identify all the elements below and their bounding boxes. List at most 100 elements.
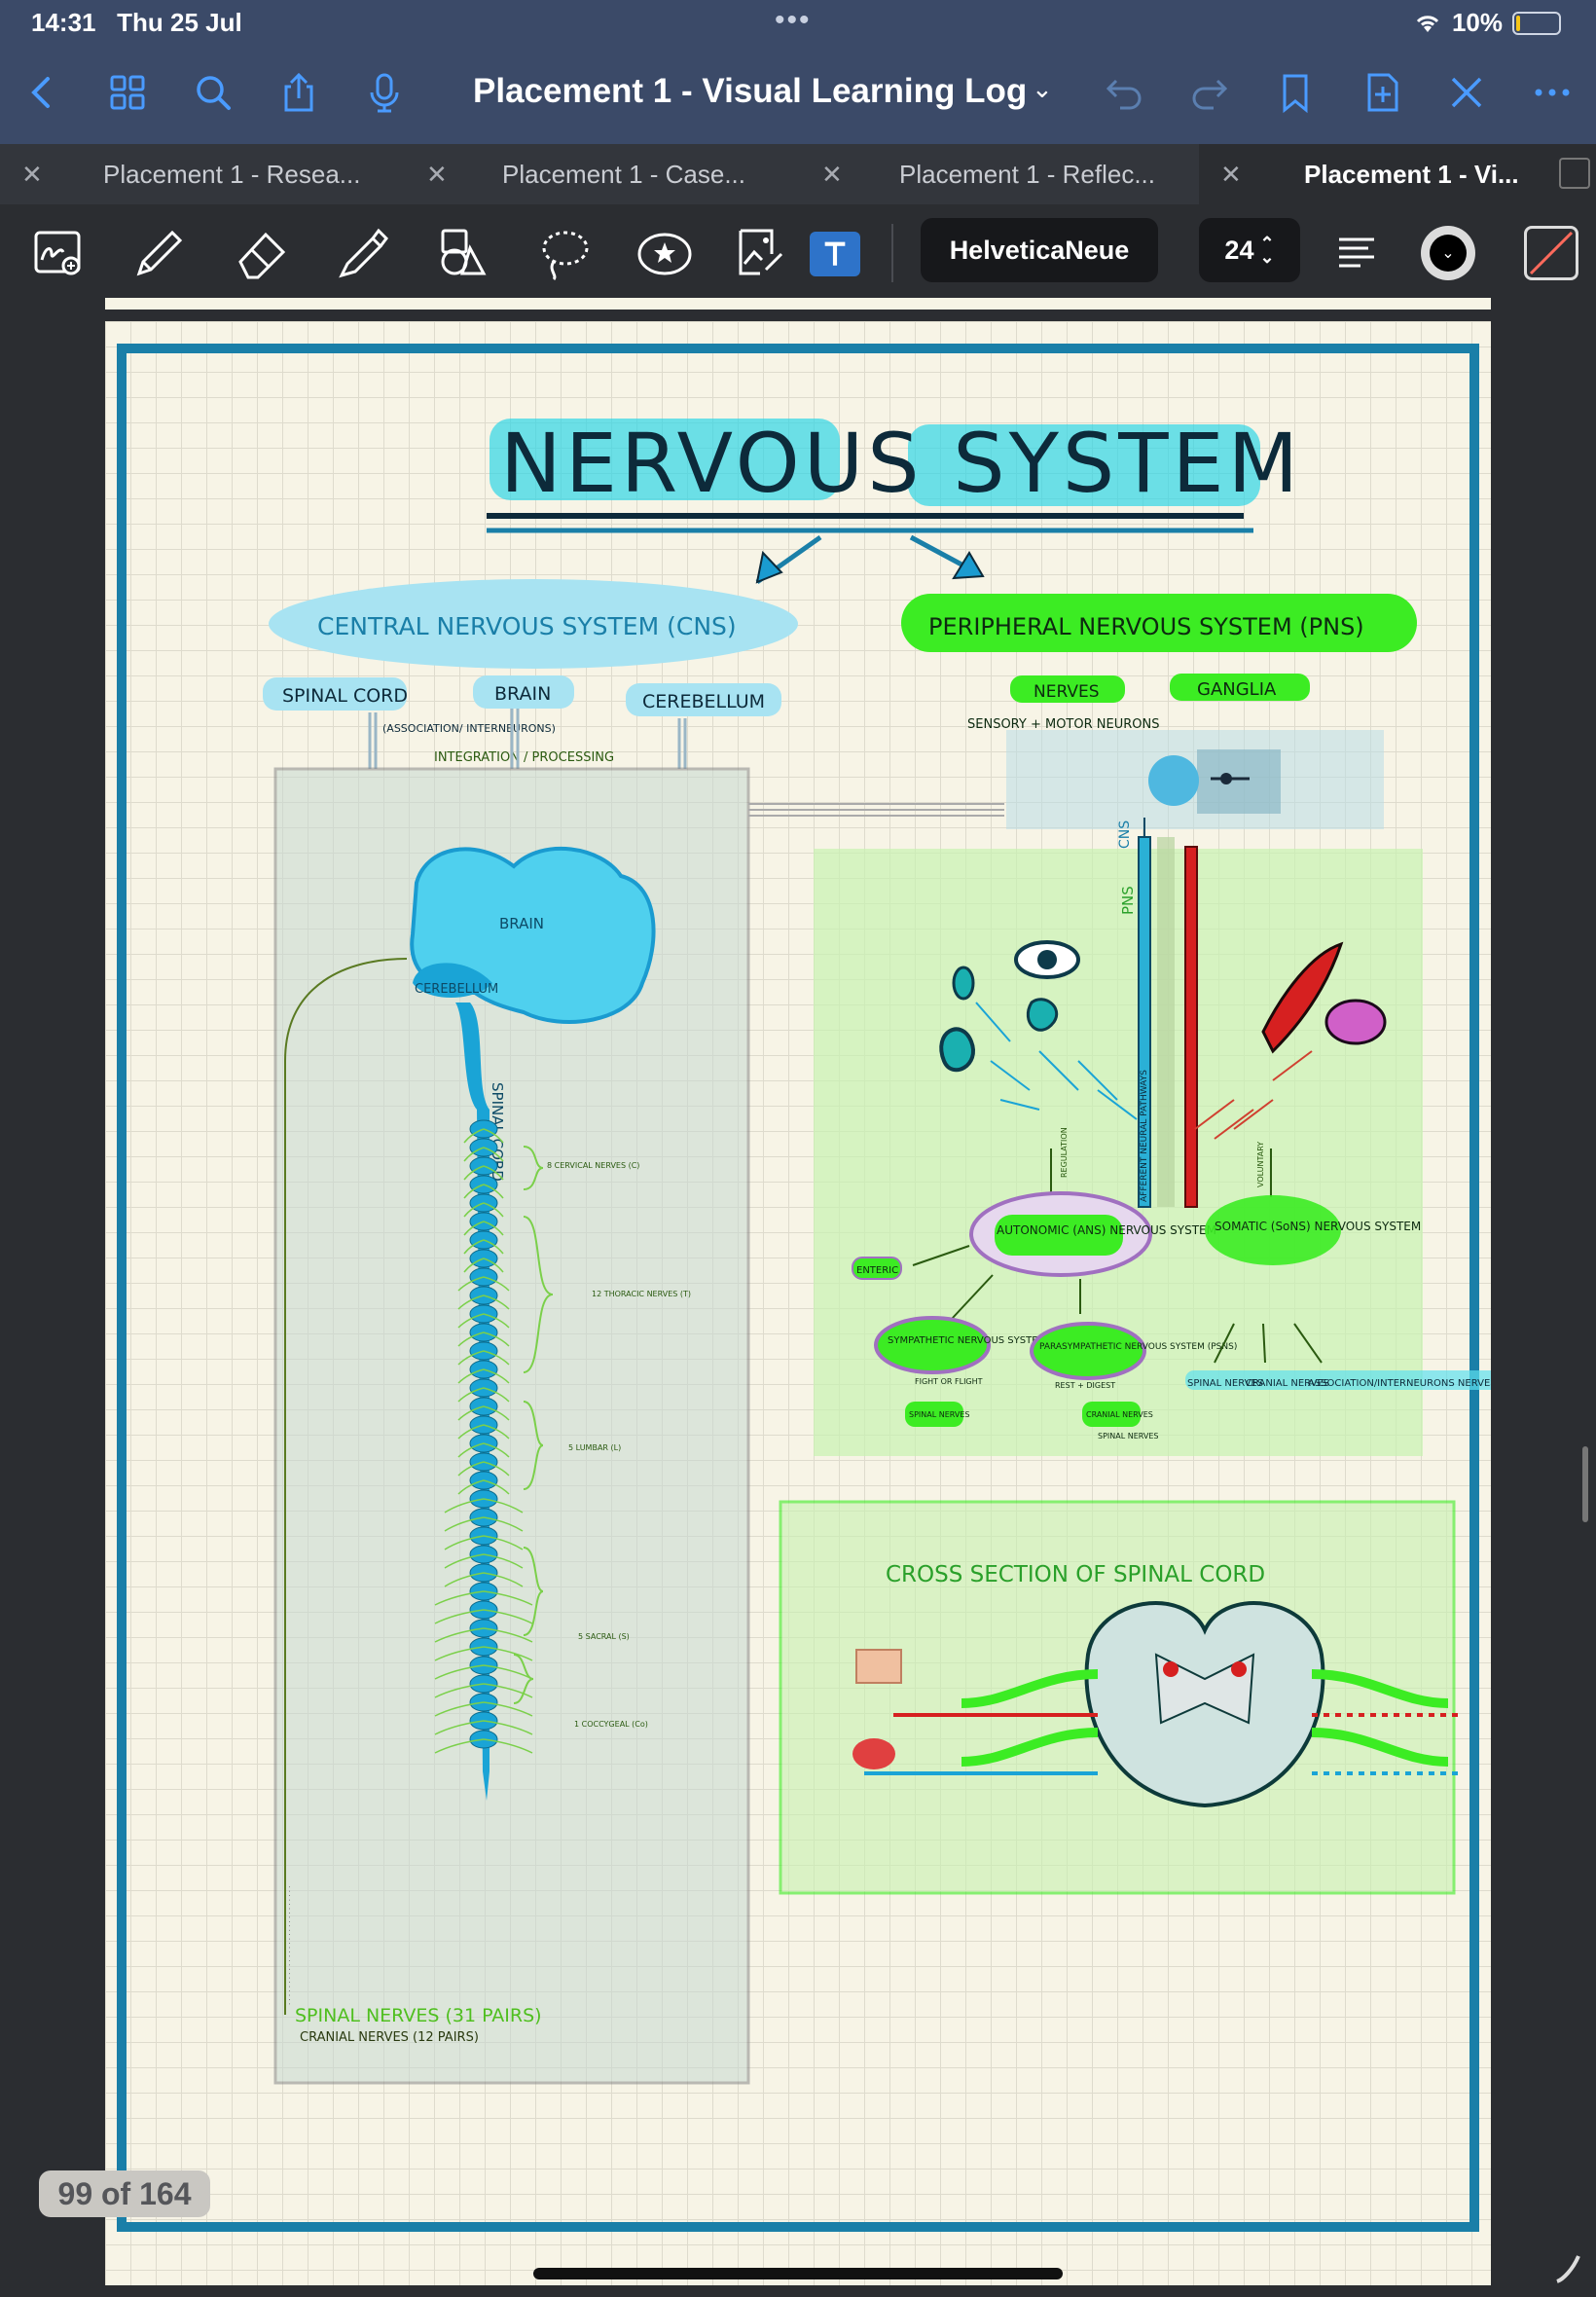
neuron-node [1220,773,1232,784]
spinal-nerve [457,1424,485,1440]
undo-icon[interactable] [1098,66,1150,119]
chevron-down-icon: ⌄ [1430,235,1467,272]
spinal-nerve [483,1701,533,1717]
stepper-chevrons-icon[interactable]: ⌃⌄ [1259,234,1275,267]
page-counter[interactable]: 99 of 164 [39,2170,210,2217]
sensory-arrows [975,1002,1138,1120]
font-size-stepper[interactable]: 24⌃⌄ [1199,218,1300,282]
highlighter-icon[interactable] [331,222,393,284]
title-dropdown-chevron-icon[interactable]: ⌄ [1032,74,1053,103]
note-canvas[interactable]: NERVOUS SYSTEM CENTRAL NERVOUS SYSTEM (C… [105,321,1491,2285]
neuron-dot [1163,1661,1179,1677]
tab-close-icon[interactable]: ✕ [426,160,448,189]
spinal-nerve [463,1221,485,1236]
spinal-nerve [483,1479,510,1495]
spinal-nerve [483,1147,504,1162]
neuron-dot [1231,1661,1247,1677]
bookmark-icon[interactable] [1269,66,1322,119]
spinal-nerve [483,1720,533,1735]
spinal-nerve [457,1276,485,1292]
eraser-icon[interactable] [230,222,292,284]
tab-bar: ✕Placement 1 - Resea... ✕Placement 1 - C… [0,144,1596,204]
home-indicator[interactable] [533,2268,1063,2279]
cross-section-title: CROSS SECTION OF SPINAL CORD [886,1562,1265,1587]
text-align-icon[interactable] [1335,232,1378,274]
spinal-nerve [434,1609,485,1624]
title-bar: Placement 1 - Visual Learning Log ⌄ [0,47,1596,144]
tab-reflection[interactable]: ✕Placement 1 - Reflec... [821,160,1155,189]
tab-close-icon[interactable]: ✕ [21,160,43,189]
search-icon[interactable] [187,66,239,119]
document-title[interactable]: Placement 1 - Visual Learning Log [473,72,1028,110]
pns-nerves-pill [1010,675,1125,703]
spinal-nerve [483,1128,504,1144]
status-indicators: 10% [1413,8,1561,38]
text-background-icon[interactable] [1524,226,1578,280]
close-icon[interactable] [1440,66,1493,119]
text-color-swatch[interactable]: ⌄ [1421,226,1475,280]
pns-ganglia-label: GANGLIA [1197,679,1277,700]
sns-label: SYMPATHETIC NERVOUS SYSTEM (SNS) [888,1335,1076,1346]
nerve-roots [961,1669,1449,1767]
spinal-nerve [463,1239,485,1255]
tab-research[interactable]: ✕Placement 1 - Resea... [21,160,361,189]
image-icon[interactable] [728,222,790,284]
font-family-selector[interactable]: HelveticaNeue [921,218,1158,282]
share-icon[interactable] [272,66,325,119]
spinal-nerve [483,1165,504,1181]
enteric-pill [852,1257,902,1280]
spinal-nerve [483,1294,510,1310]
tab-close-icon[interactable]: ✕ [821,160,843,189]
spinal-nerve [483,1313,510,1329]
spinal-nerve [434,1738,485,1754]
pen-icon[interactable] [127,222,189,284]
nerve-braces [513,1146,554,1704]
lasso-icon[interactable] [533,222,596,284]
spinal-nerve [483,1424,510,1440]
ans-label: AUTONOMIC (ANS) NERVOUS SYSTEM [997,1223,1216,1237]
cns-brain-pill [473,675,574,709]
scroll-indicator[interactable] [1582,1446,1588,1522]
multitasking-dots-icon[interactable]: ••• [775,4,812,36]
spinal-nerve [444,1498,485,1513]
redo-icon[interactable] [1183,66,1236,119]
text-icon[interactable] [810,232,860,276]
battery-icon [1512,11,1561,35]
motor-arrows [1194,1050,1313,1140]
lasso-zoom-icon[interactable] [27,222,90,284]
tab-close-icon[interactable]: ✕ [1220,160,1242,189]
grid-icon[interactable] [101,66,154,119]
split-view-icon[interactable] [1559,158,1590,189]
spinal-nerve [483,1387,510,1403]
page-gap [105,310,1491,321]
more-icon[interactable] [1526,66,1578,119]
spinal-nerve [483,1535,524,1550]
spinal-nerve [444,1553,485,1569]
spinal-nerve [457,1405,485,1421]
coccygeal-label: 1 COCCYGEAL (Co) [574,1720,648,1729]
add-page-icon[interactable] [1357,66,1409,119]
microphone-icon[interactable] [358,66,411,119]
spinal-nerve [483,1590,533,1606]
psns-spinal-label: SPINAL NERVES [1098,1432,1158,1440]
cns-spinal-label: SPINAL CORD [282,685,408,707]
spinal-nerve [457,1350,485,1366]
vertebrae [434,1119,533,1754]
back-chevron-icon[interactable] [16,66,68,119]
arrow-head-icon [952,551,985,580]
tool-bar: ⌄ [0,204,1596,302]
arrow-head-icon [755,550,783,584]
cns-spinal-pill [263,677,407,711]
sticker-icon[interactable] [633,222,695,284]
spinal-nerve [483,1646,533,1661]
sns-bubble [874,1316,991,1374]
note-page[interactable]: NERVOUS SYSTEM CENTRAL NERVOUS SYSTEM (C… [105,321,1491,2285]
tab-case[interactable]: ✕Placement 1 - Case... [426,160,745,189]
pns-heading-bubble [901,594,1417,652]
tab-visual-log[interactable]: ✕Placement 1 - Vi... [1199,144,1596,204]
spinal-nerve [444,1516,485,1532]
pencil-hover-icon [1556,2255,1580,2283]
sns-fight-label: FIGHT OR FLIGHT [915,1377,983,1386]
shapes-icon[interactable] [430,222,492,284]
psns-cranial-pill [1082,1402,1141,1427]
